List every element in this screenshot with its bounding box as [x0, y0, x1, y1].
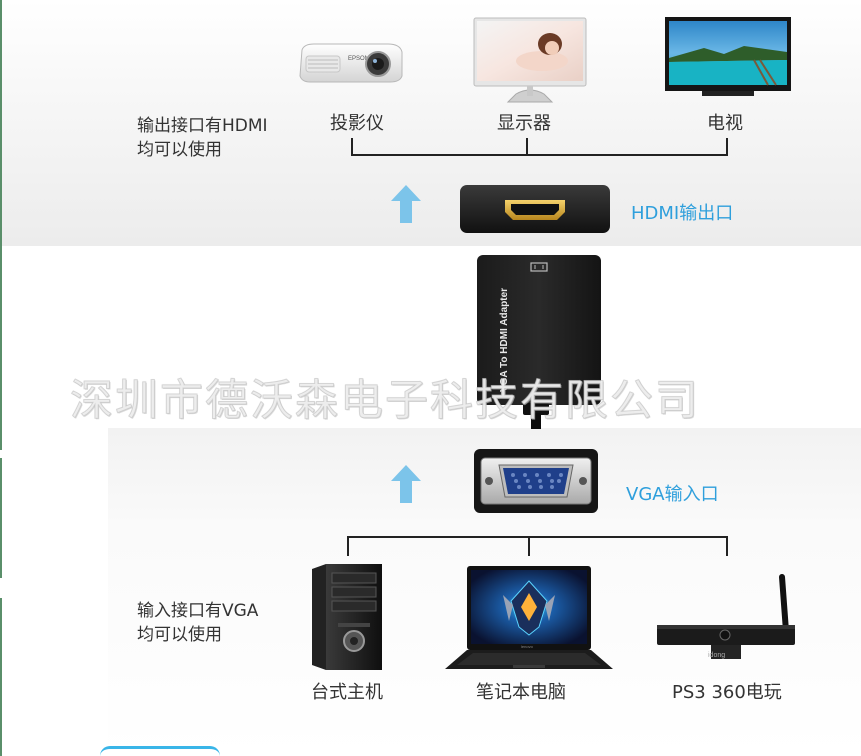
svg-text:lenovo: lenovo	[521, 644, 534, 649]
device-label-desktop: 台式主机	[311, 682, 383, 703]
up-arrow-icon	[391, 465, 421, 503]
bottom-accent-arc	[100, 746, 220, 756]
game-console-icon	[655, 573, 798, 665]
left-accent-line	[0, 0, 2, 450]
tv-icon	[664, 16, 792, 98]
monitor-icon	[472, 16, 588, 106]
left-accent-line	[0, 458, 2, 578]
connector-line	[351, 154, 728, 156]
adapter-icon	[475, 253, 603, 429]
connector-line	[726, 138, 728, 156]
device-label-monitor: 显示器	[497, 113, 551, 134]
console-brand: idong	[708, 652, 726, 659]
vga-port-label: VGA输入口	[626, 484, 719, 505]
device-label-laptop: 笔记本电脑	[476, 682, 566, 703]
output-note-line2: 均可以使用	[137, 140, 222, 160]
device-label-projector: 投影仪	[330, 113, 384, 134]
connector-line	[351, 138, 353, 156]
desktop-pc-icon	[308, 563, 384, 671]
left-accent-line	[0, 598, 2, 756]
input-note: 输入接口有VGA 均可以使用	[137, 599, 258, 647]
connector-line	[347, 536, 349, 556]
input-note-line2: 均可以使用	[137, 625, 222, 645]
output-note-line1: 输出接口有HDMI	[137, 116, 268, 136]
svg-text:EPSON: EPSON	[348, 56, 369, 62]
connector-line	[726, 536, 728, 556]
hdmi-port-label: HDMI输出口	[631, 203, 734, 224]
hdmi-port-icon	[459, 184, 611, 234]
company-watermark: 深圳市德沃森电子科技有限公司	[70, 376, 700, 427]
connector-line	[526, 138, 528, 156]
vga-port-icon	[473, 448, 599, 514]
connector-line	[347, 536, 728, 538]
connector-line	[528, 536, 530, 556]
laptop-icon: lenovo	[443, 565, 615, 673]
up-arrow-icon	[391, 185, 421, 223]
device-label-tv: 电视	[707, 113, 743, 134]
output-note: 输出接口有HDMI 均可以使用	[137, 114, 268, 162]
projector-icon: EPSON	[296, 38, 406, 88]
input-note-line1: 输入接口有VGA	[137, 601, 259, 621]
device-label-console: PS3 360电玩	[672, 682, 782, 703]
